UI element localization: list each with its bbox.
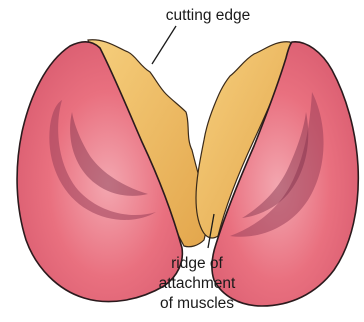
label-cutting-edge: cutting edge	[166, 7, 250, 24]
label-ridge-line3: of muscles	[160, 295, 234, 312]
cutting-edge-leader-line	[152, 26, 176, 64]
label-ridge-line1: ridge of	[171, 255, 223, 272]
label-ridge-line2: attachment	[159, 275, 236, 292]
